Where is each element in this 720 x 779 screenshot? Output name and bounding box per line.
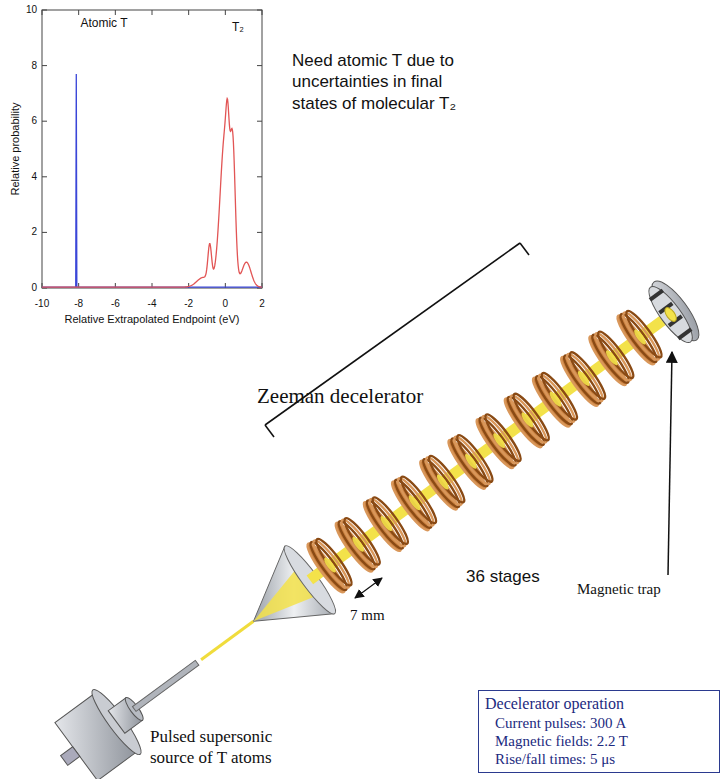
dimension-arrow [355,578,382,598]
magnetic-trap [641,275,706,350]
tick-label: -4 [148,298,157,311]
part-name: Zeeman decelerator [257,383,423,409]
tick-label: -6 [111,298,120,311]
tick-label: 6 [31,115,37,128]
spec-line: Current pulses: 300 A [485,714,713,732]
atomic-curve [42,74,262,287]
endpoint-chart [42,10,262,288]
spec-line: Rise/fall times: 5 μs [485,750,713,768]
dimension: 7 mm [350,606,385,625]
tick-label: -10 [35,298,49,311]
part-name: Magnetic trap [577,580,661,599]
tick-label: 2 [31,226,37,239]
tick-label: 0 [223,298,229,311]
tick-label: -8 [74,298,83,311]
tick-label: 0 [31,282,37,295]
curve-label: Atomic T [80,16,127,31]
tick-label: 2 [259,298,265,311]
curve-label: T₂ [232,20,244,35]
tick-label: -2 [184,298,193,311]
tick-label: 4 [31,171,37,184]
molecular-curve [42,99,262,288]
spec-line: Magnetic fields: 2.2 T [485,732,713,750]
tick-label: 10 [26,4,37,17]
tick-label: 8 [31,59,37,72]
box-heading: Decelerator operation [485,694,713,714]
note: Need atomic T due to uncertainties in fi… [292,50,460,114]
spec-box: Decelerator operationCurrent pulses: 300… [478,690,720,773]
atom-beam [310,310,676,579]
stage-count: 36 stages [466,566,540,587]
axis-title: Relative probability [9,103,23,196]
part-name: Pulsed supersonic source of T atoms [150,726,310,769]
leader-arrow [668,352,672,575]
axis-title: Relative Extrapolated Endpoint (eV) [65,313,240,327]
